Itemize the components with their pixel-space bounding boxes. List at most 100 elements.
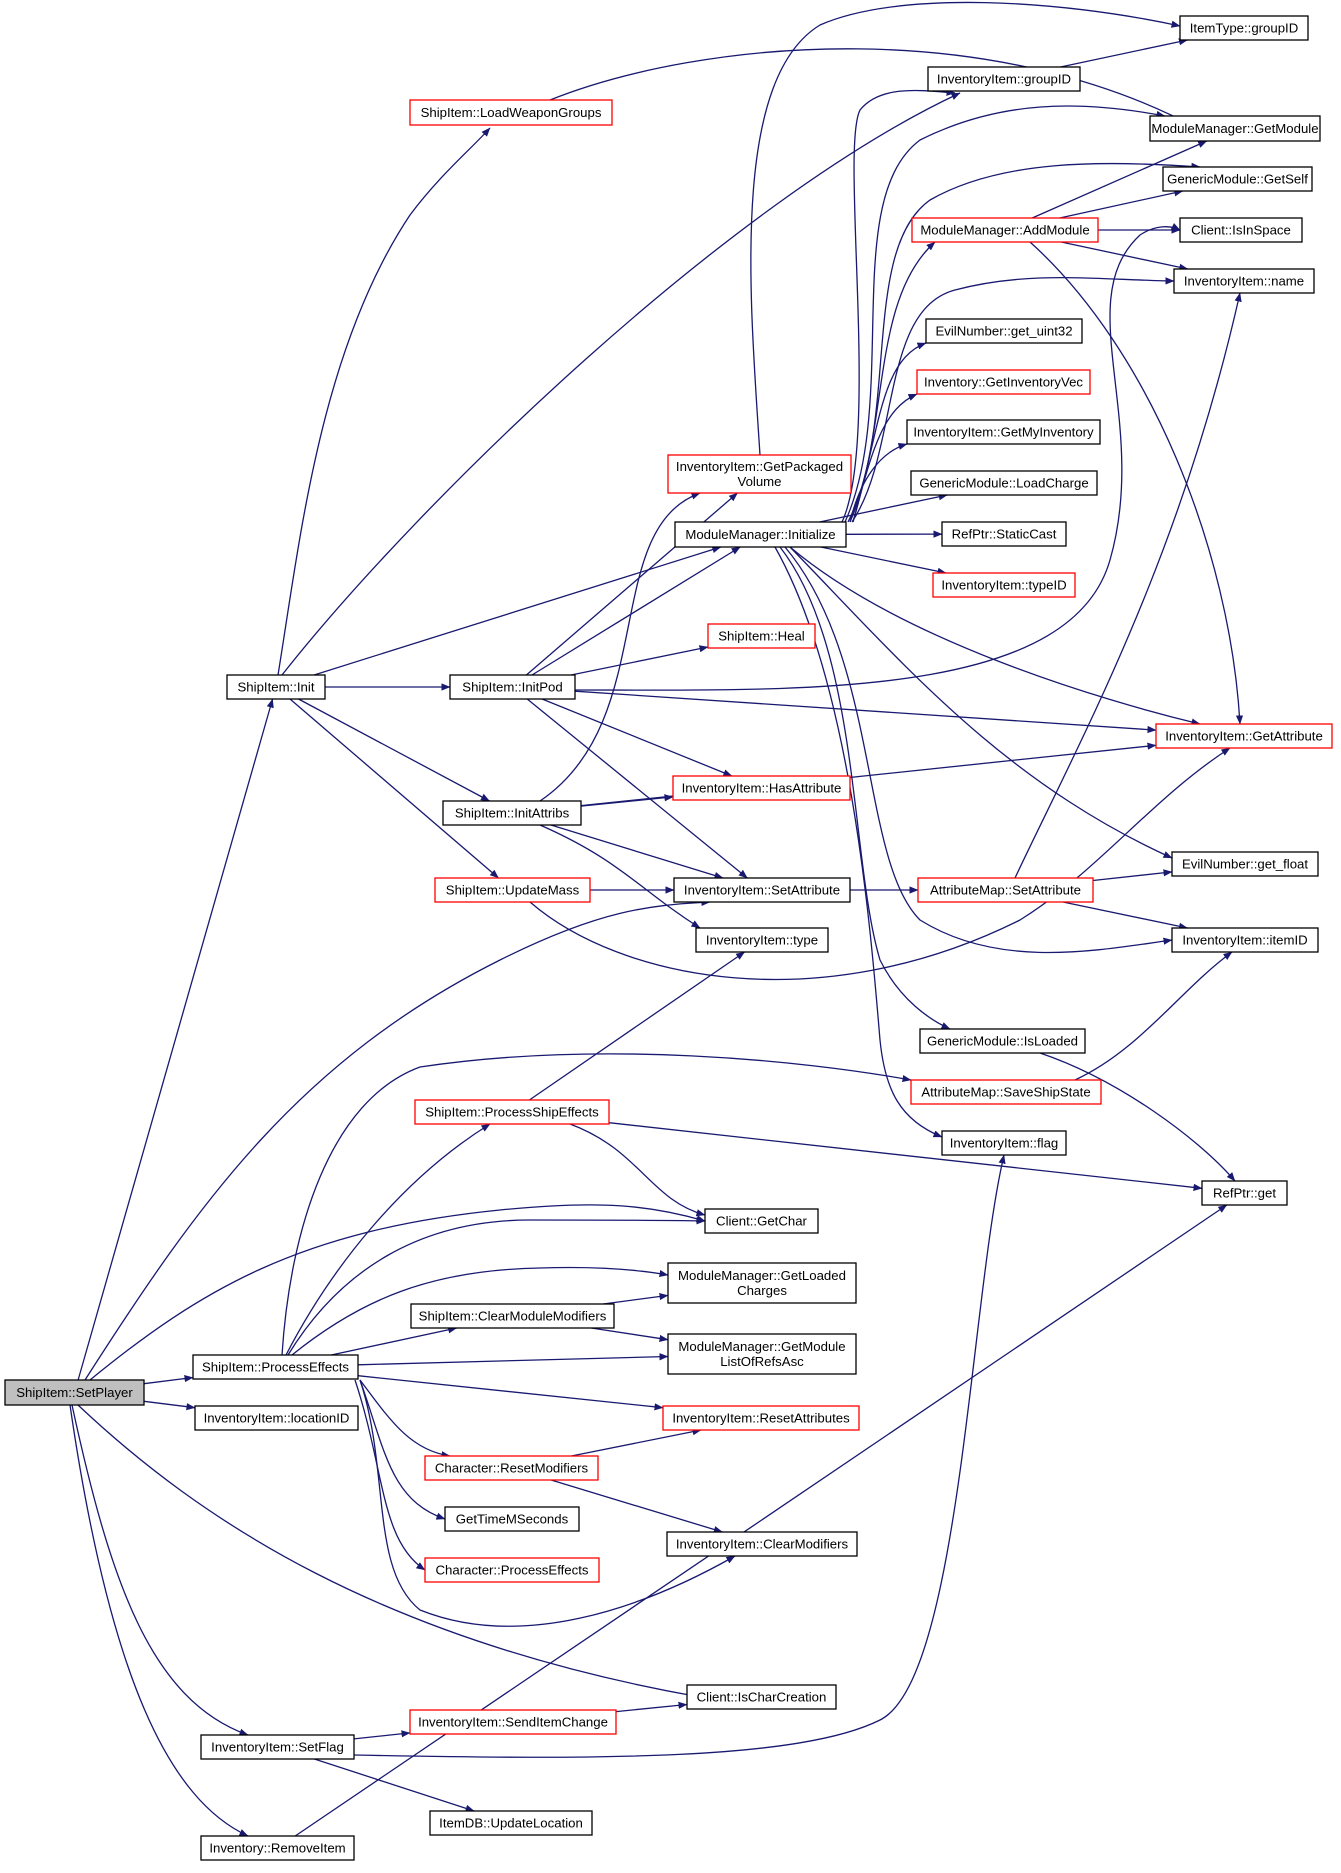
node-n29[interactable]: InventoryItem::type — [695, 927, 829, 953]
node-n38[interactable]: ShipItem::ClearModuleModifiers — [410, 1303, 615, 1329]
node-box[interactable] — [429, 1810, 593, 1836]
node-n17[interactable]: RefPtr::StaticCast — [941, 521, 1067, 547]
node-n1[interactable]: ShipItem::Init — [226, 674, 326, 700]
node-n48[interactable]: ItemDB::UpdateLocation — [429, 1810, 593, 1836]
node-n26[interactable]: InventoryItem::HasAttribute — [672, 775, 851, 801]
node-n15[interactable]: InventoryItem::GetMyInventory — [906, 419, 1101, 445]
node-n8[interactable]: ModuleManager::Initialize — [674, 521, 847, 548]
node-n42[interactable]: GetTimeMSeconds — [444, 1506, 580, 1532]
node-box[interactable] — [1171, 927, 1319, 953]
node-box[interactable] — [707, 623, 816, 649]
node-box[interactable] — [424, 1557, 600, 1583]
node-box[interactable] — [910, 1079, 1102, 1105]
node-box[interactable] — [674, 521, 847, 548]
node-box[interactable] — [414, 1099, 610, 1125]
node-n19[interactable]: InventoryItem::GetAttribute — [1155, 723, 1333, 749]
node-box[interactable] — [200, 1835, 355, 1861]
node-box[interactable] — [704, 1208, 819, 1234]
node-box[interactable] — [667, 454, 852, 494]
node-box[interactable] — [1179, 15, 1309, 41]
node-box[interactable] — [226, 674, 326, 700]
node-box[interactable] — [917, 877, 1094, 903]
node-n5[interactable]: ItemType::groupID — [1179, 15, 1309, 41]
node-n9[interactable]: GenericModule::GetSelf — [1162, 166, 1313, 192]
node-n0[interactable]: ShipItem::SetPlayer — [4, 1379, 145, 1406]
node-box[interactable] — [919, 1028, 1086, 1054]
node-box[interactable] — [200, 1734, 355, 1760]
node-n11[interactable]: Client::IsInSpace — [1179, 217, 1303, 243]
node-box[interactable] — [1155, 723, 1333, 749]
node-n4[interactable]: InventoryItem::groupID — [927, 66, 1081, 92]
node-box[interactable] — [4, 1379, 145, 1406]
node-n44[interactable]: Character::ProcessEffects — [424, 1557, 600, 1583]
node-box[interactable] — [667, 1333, 857, 1375]
node-box[interactable] — [1201, 1180, 1288, 1206]
node-box[interactable] — [409, 1709, 617, 1735]
node-box[interactable] — [695, 927, 829, 953]
node-n27[interactable]: ShipItem::InitAttribs — [442, 800, 582, 826]
node-n16[interactable]: GenericModule::LoadCharge — [910, 470, 1098, 496]
node-box[interactable] — [910, 470, 1098, 496]
node-n24[interactable]: InventoryItem::flag — [941, 1130, 1067, 1156]
node-n36[interactable]: Client::GetChar — [704, 1208, 819, 1234]
node-n31[interactable]: AttributeMap::SetAttribute — [917, 877, 1094, 903]
node-n22[interactable]: GenericModule::IsLoaded — [919, 1028, 1086, 1054]
node-box[interactable] — [925, 318, 1083, 344]
node-box[interactable] — [662, 1405, 860, 1431]
node-n20[interactable]: EvilNumber::get_float — [1171, 851, 1319, 877]
node-box[interactable] — [672, 775, 851, 801]
node-n40[interactable]: InventoryItem::ResetAttributes — [662, 1405, 860, 1431]
node-box[interactable] — [192, 1354, 359, 1380]
node-n25[interactable]: ShipItem::Heal — [707, 623, 816, 649]
node-n23[interactable]: RefPtr::get — [1201, 1180, 1288, 1206]
node-n33[interactable]: ShipItem::ProcessEffects — [192, 1354, 359, 1380]
node-box[interactable] — [194, 1405, 359, 1431]
node-n12[interactable]: InventoryItem::name — [1173, 268, 1315, 294]
node-n10[interactable]: ModuleManager::AddModule — [911, 217, 1099, 243]
node-n2[interactable]: ShipItem::LoadWeaponGroups — [409, 99, 613, 126]
node-n41[interactable]: Character::ResetModifiers — [424, 1455, 599, 1481]
node-box[interactable] — [906, 419, 1101, 445]
node-box[interactable] — [941, 521, 1067, 547]
node-box[interactable] — [1171, 851, 1319, 877]
node-box[interactable] — [434, 877, 591, 903]
node-n18[interactable]: InventoryItem::typeID — [932, 572, 1076, 598]
node-box[interactable] — [667, 1262, 857, 1304]
node-n49[interactable]: Inventory::RemoveItem — [200, 1835, 355, 1861]
node-box[interactable] — [1149, 115, 1321, 142]
node-n30[interactable]: ShipItem::UpdateMass — [434, 877, 591, 903]
node-box[interactable] — [1179, 217, 1303, 243]
node-n43[interactable]: InventoryItem::ClearModifiers — [666, 1531, 858, 1557]
node-n32[interactable]: InventoryItem::locationID — [194, 1405, 359, 1431]
node-n34[interactable]: AttributeMap::SaveShipState — [910, 1079, 1102, 1105]
node-n46[interactable]: InventoryItem::SendItemChange — [409, 1709, 617, 1735]
node-box[interactable] — [409, 99, 613, 126]
node-box[interactable] — [1162, 166, 1313, 192]
node-n47[interactable]: InventoryItem::SetFlag — [200, 1734, 355, 1760]
node-box[interactable] — [673, 877, 851, 903]
node-box[interactable] — [1173, 268, 1315, 294]
node-box[interactable] — [410, 1303, 615, 1329]
node-n35[interactable]: ShipItem::ProcessShipEffects — [414, 1099, 610, 1125]
node-n3[interactable]: ModuleManager::GetModule — [1149, 115, 1321, 142]
node-n45[interactable]: Client::IsCharCreation — [686, 1684, 837, 1710]
node-n13[interactable]: EvilNumber::get_uint32 — [925, 318, 1083, 344]
node-n21[interactable]: InventoryItem::itemID — [1171, 927, 1319, 953]
node-box[interactable] — [686, 1684, 837, 1710]
node-box[interactable] — [941, 1130, 1067, 1156]
node-box[interactable] — [932, 572, 1076, 598]
node-box[interactable] — [916, 369, 1091, 395]
node-box[interactable] — [424, 1455, 599, 1481]
node-box[interactable] — [449, 674, 576, 700]
node-box[interactable] — [442, 800, 582, 826]
node-box[interactable] — [911, 217, 1099, 243]
node-n28[interactable]: InventoryItem::SetAttribute — [673, 877, 851, 903]
node-box[interactable] — [444, 1506, 580, 1532]
node-box[interactable] — [927, 66, 1081, 92]
node-n14[interactable]: Inventory::GetInventoryVec — [916, 369, 1091, 395]
node-box[interactable] — [666, 1531, 858, 1557]
node-n6[interactable]: ShipItem::InitPod — [449, 674, 576, 700]
